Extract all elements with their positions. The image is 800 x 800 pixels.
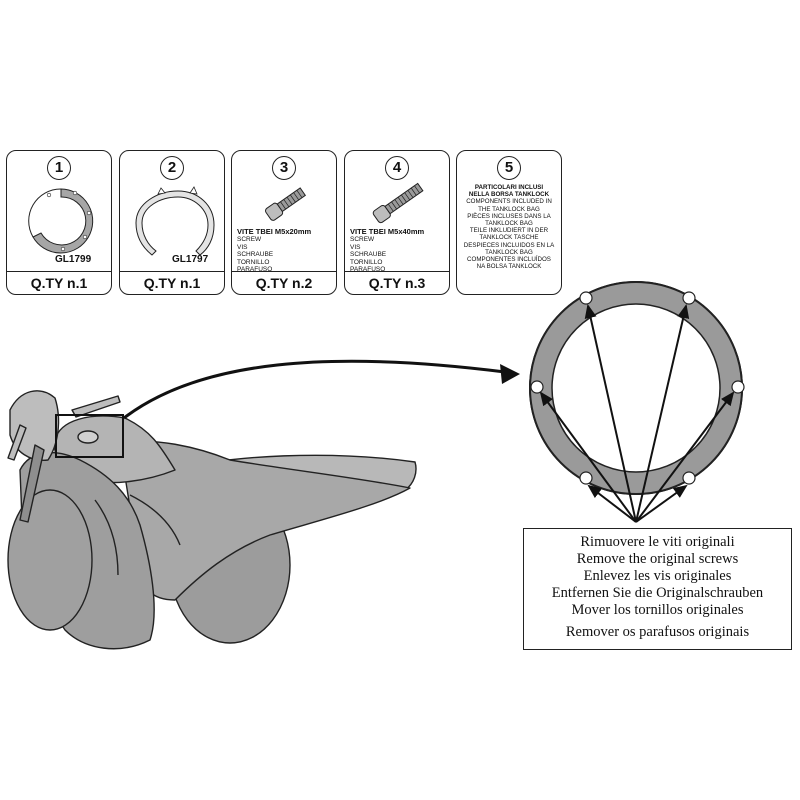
zoom-arrow-head: [500, 364, 520, 384]
pointer-arrows: [539, 304, 735, 523]
part-number: 2: [160, 156, 184, 180]
instruction-it: Rimuovere le viti originali: [580, 534, 735, 550]
screw-m5x20-icon: [265, 187, 307, 221]
spec-line: SCREW: [237, 236, 262, 243]
part-card-4: 4 VITE TBEI M5x40mm SCREW VIS SCHRAUBE T…: [344, 150, 450, 295]
instruction-fr: Enlevez les vis originales: [583, 568, 732, 584]
part-title: VITE TBEI M5x20mm: [237, 227, 312, 236]
instruction-en: Remove the original screws: [576, 551, 739, 567]
spec-line: PARAFUSO: [237, 266, 273, 273]
part-card-3: 3 VITE TBEI M5x20mm SCREW VIS SCHRAUBE T…: [231, 150, 337, 295]
desc-line: TEILE INKLUDIERT IN DER: [469, 227, 549, 235]
desc-line: PARTICOLARI INCLUSI: [474, 184, 544, 191]
spec-line: PARAFUSO: [350, 266, 386, 273]
part-code: GL1797: [172, 254, 209, 265]
part-quantity: Q.TY n.2: [232, 271, 336, 294]
part-title: VITE TBEI M5x40mm: [350, 227, 425, 236]
spec-line: SCREW: [350, 236, 375, 243]
enlarged-ring: [529, 281, 745, 495]
desc-line: COMPONENTES INCLUÍDOS: [467, 256, 551, 264]
desc-line: PIÈCES INCLUSES DANS LA: [467, 212, 551, 220]
desc-line: NA BOLSA TANKLOCK: [476, 263, 542, 271]
desc-line: DESPIECES INCLUIDOS EN LA: [463, 241, 555, 249]
included-components-list: PARTICOLARI INCLUSI NELLA BORSA TANKLOCK…: [459, 184, 559, 270]
desc-line: COMPONENTS INCLUDED IN: [466, 198, 552, 206]
part-number: 1: [47, 156, 71, 180]
screw-m5x40-icon: [372, 182, 424, 224]
instruction-es: Mover los tornillos originales: [571, 602, 744, 618]
part-quantity: Q.TY n.1: [7, 271, 111, 294]
spec-line: SCHRAUBE: [350, 251, 387, 258]
desc-line: TANKLOCK BAG: [485, 220, 533, 228]
part-number: 3: [272, 156, 296, 180]
screw-hole: [579, 291, 593, 305]
spec-line: TORNILLO: [237, 258, 270, 266]
retaining-ring-gl1797-icon: [135, 186, 215, 256]
spec-line: TORNILLO: [350, 258, 383, 266]
instruction-pt: Remover os parafusos originais: [565, 624, 750, 640]
motorcycle-illustration: [7, 390, 417, 650]
desc-line: TANKLOCK BAG: [485, 248, 533, 256]
part-number: 4: [385, 156, 409, 180]
spec-line: SCHRAUBE: [237, 251, 274, 258]
part-spec: VITE TBEI M5x40mm SCREW VIS SCHRAUBE TOR…: [350, 227, 424, 274]
zoom-arrow: [123, 359, 506, 420]
screw-hole: [530, 380, 544, 394]
instruction-de: Entfernen Sie die Originalschrauben: [551, 585, 764, 601]
spec-line: VIS: [350, 243, 361, 251]
screw-hole: [682, 471, 696, 485]
flange-ring-gl1799-icon: [28, 188, 94, 254]
part-card-2: 2 GL1797 Q.TY n.1: [119, 150, 225, 295]
desc-line: THE TANKLOCK BAG: [478, 205, 540, 213]
part-spec: VITE TBEI M5x20mm SCREW VIS SCHRAUBE TOR…: [237, 227, 311, 274]
desc-line: TANKLOCK TASCHE: [479, 234, 539, 242]
part-card-5: 5 PARTICOLARI INCLUSI NELLA BORSA TANKLO…: [456, 150, 562, 295]
instruction-box: Rimuovere le viti originali Remove the o…: [523, 528, 792, 650]
tank-cap-highlight: [55, 414, 124, 458]
part-number: 5: [497, 156, 521, 180]
desc-line: NELLA BORSA TANKLOCK: [468, 191, 550, 199]
screw-hole: [731, 380, 745, 394]
screw-hole: [682, 291, 696, 305]
part-code: GL1799: [55, 254, 92, 265]
spec-line: VIS: [237, 243, 248, 251]
screw-hole: [579, 471, 593, 485]
part-quantity: Q.TY n.1: [120, 271, 224, 294]
part-card-1: 1 GL1799 Q.TY n.1: [6, 150, 112, 295]
part-quantity: Q.TY n.3: [345, 271, 449, 294]
